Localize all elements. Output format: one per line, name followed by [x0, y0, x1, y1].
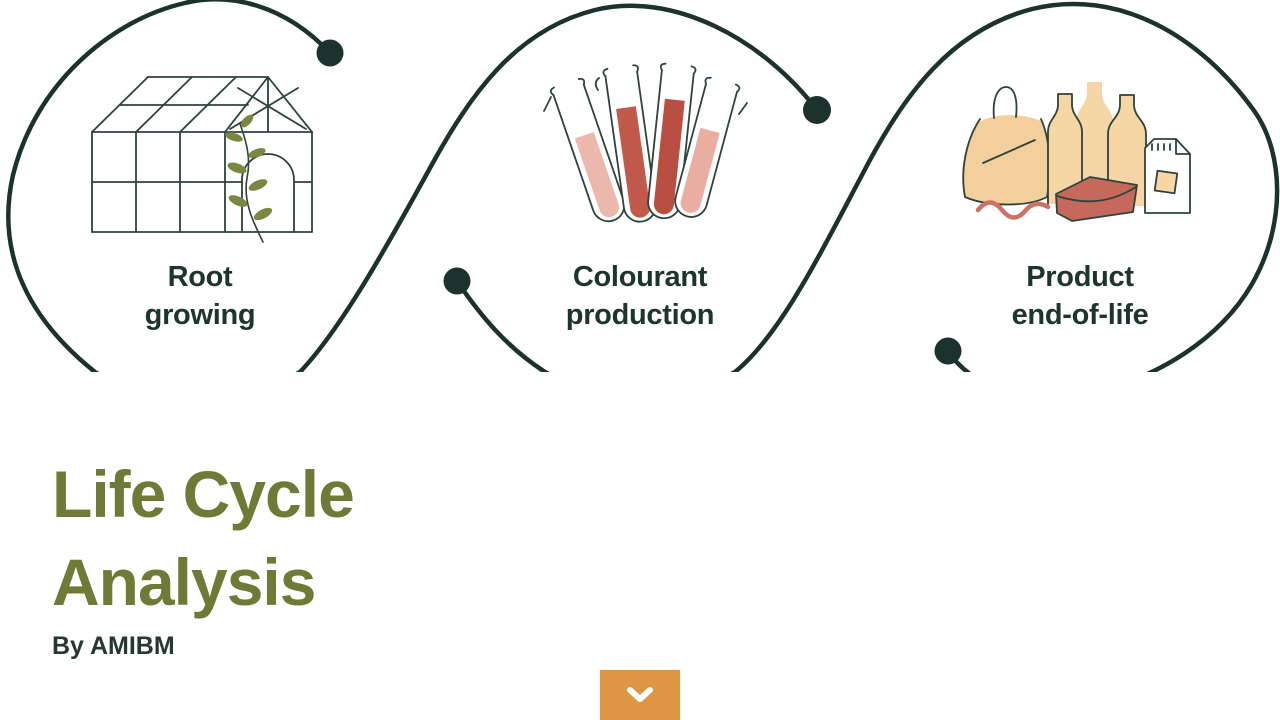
paper-bag — [1144, 138, 1191, 214]
page-title-line-1: Life Cycle — [52, 457, 355, 531]
node-dot-1 — [316, 39, 344, 67]
stage-label-line: Root — [167, 261, 233, 293]
stage-label-root-growing: Root growing — [50, 258, 350, 334]
bottles — [1047, 82, 1147, 207]
node-dot-4 — [934, 337, 962, 365]
node-dot-3 — [803, 96, 831, 124]
test-tube-4 — [674, 76, 741, 218]
soap-brick — [1055, 176, 1138, 222]
vine-plant — [225, 114, 273, 243]
greenhouse-illustration — [91, 76, 313, 243]
byline: By AMIBM — [52, 632, 175, 660]
stage-label-product-end-of-life: Product end-of-life — [930, 258, 1230, 334]
journey-diagram — [6, 0, 1280, 372]
page-title-line-2: Analysis — [52, 545, 316, 619]
squiggle-accent — [975, 200, 1051, 220]
chevron-down-icon — [627, 687, 653, 702]
stage-label-line: end-of-life — [1011, 299, 1149, 331]
stage-label-line: Product — [1026, 261, 1134, 293]
hero-section: Life Cycle Analysis By AMIBM — [52, 450, 355, 661]
scroll-down-button[interactable] — [600, 670, 680, 720]
products-illustration — [962, 82, 1191, 222]
node-dot-2 — [443, 267, 471, 295]
page-title: Life Cycle Analysis — [52, 450, 355, 626]
stage-label-line: Colourant — [572, 261, 708, 293]
stage-label-line: growing — [144, 299, 256, 331]
journey-line-segment-1 — [6, 0, 820, 372]
test-tubes-illustration — [543, 62, 748, 223]
journey-line-segment-2 — [454, 1, 1280, 372]
handbag — [962, 86, 1051, 206]
stage-label-line: production — [565, 299, 715, 331]
stage-label-colourant-production: Colourant production — [490, 258, 790, 334]
